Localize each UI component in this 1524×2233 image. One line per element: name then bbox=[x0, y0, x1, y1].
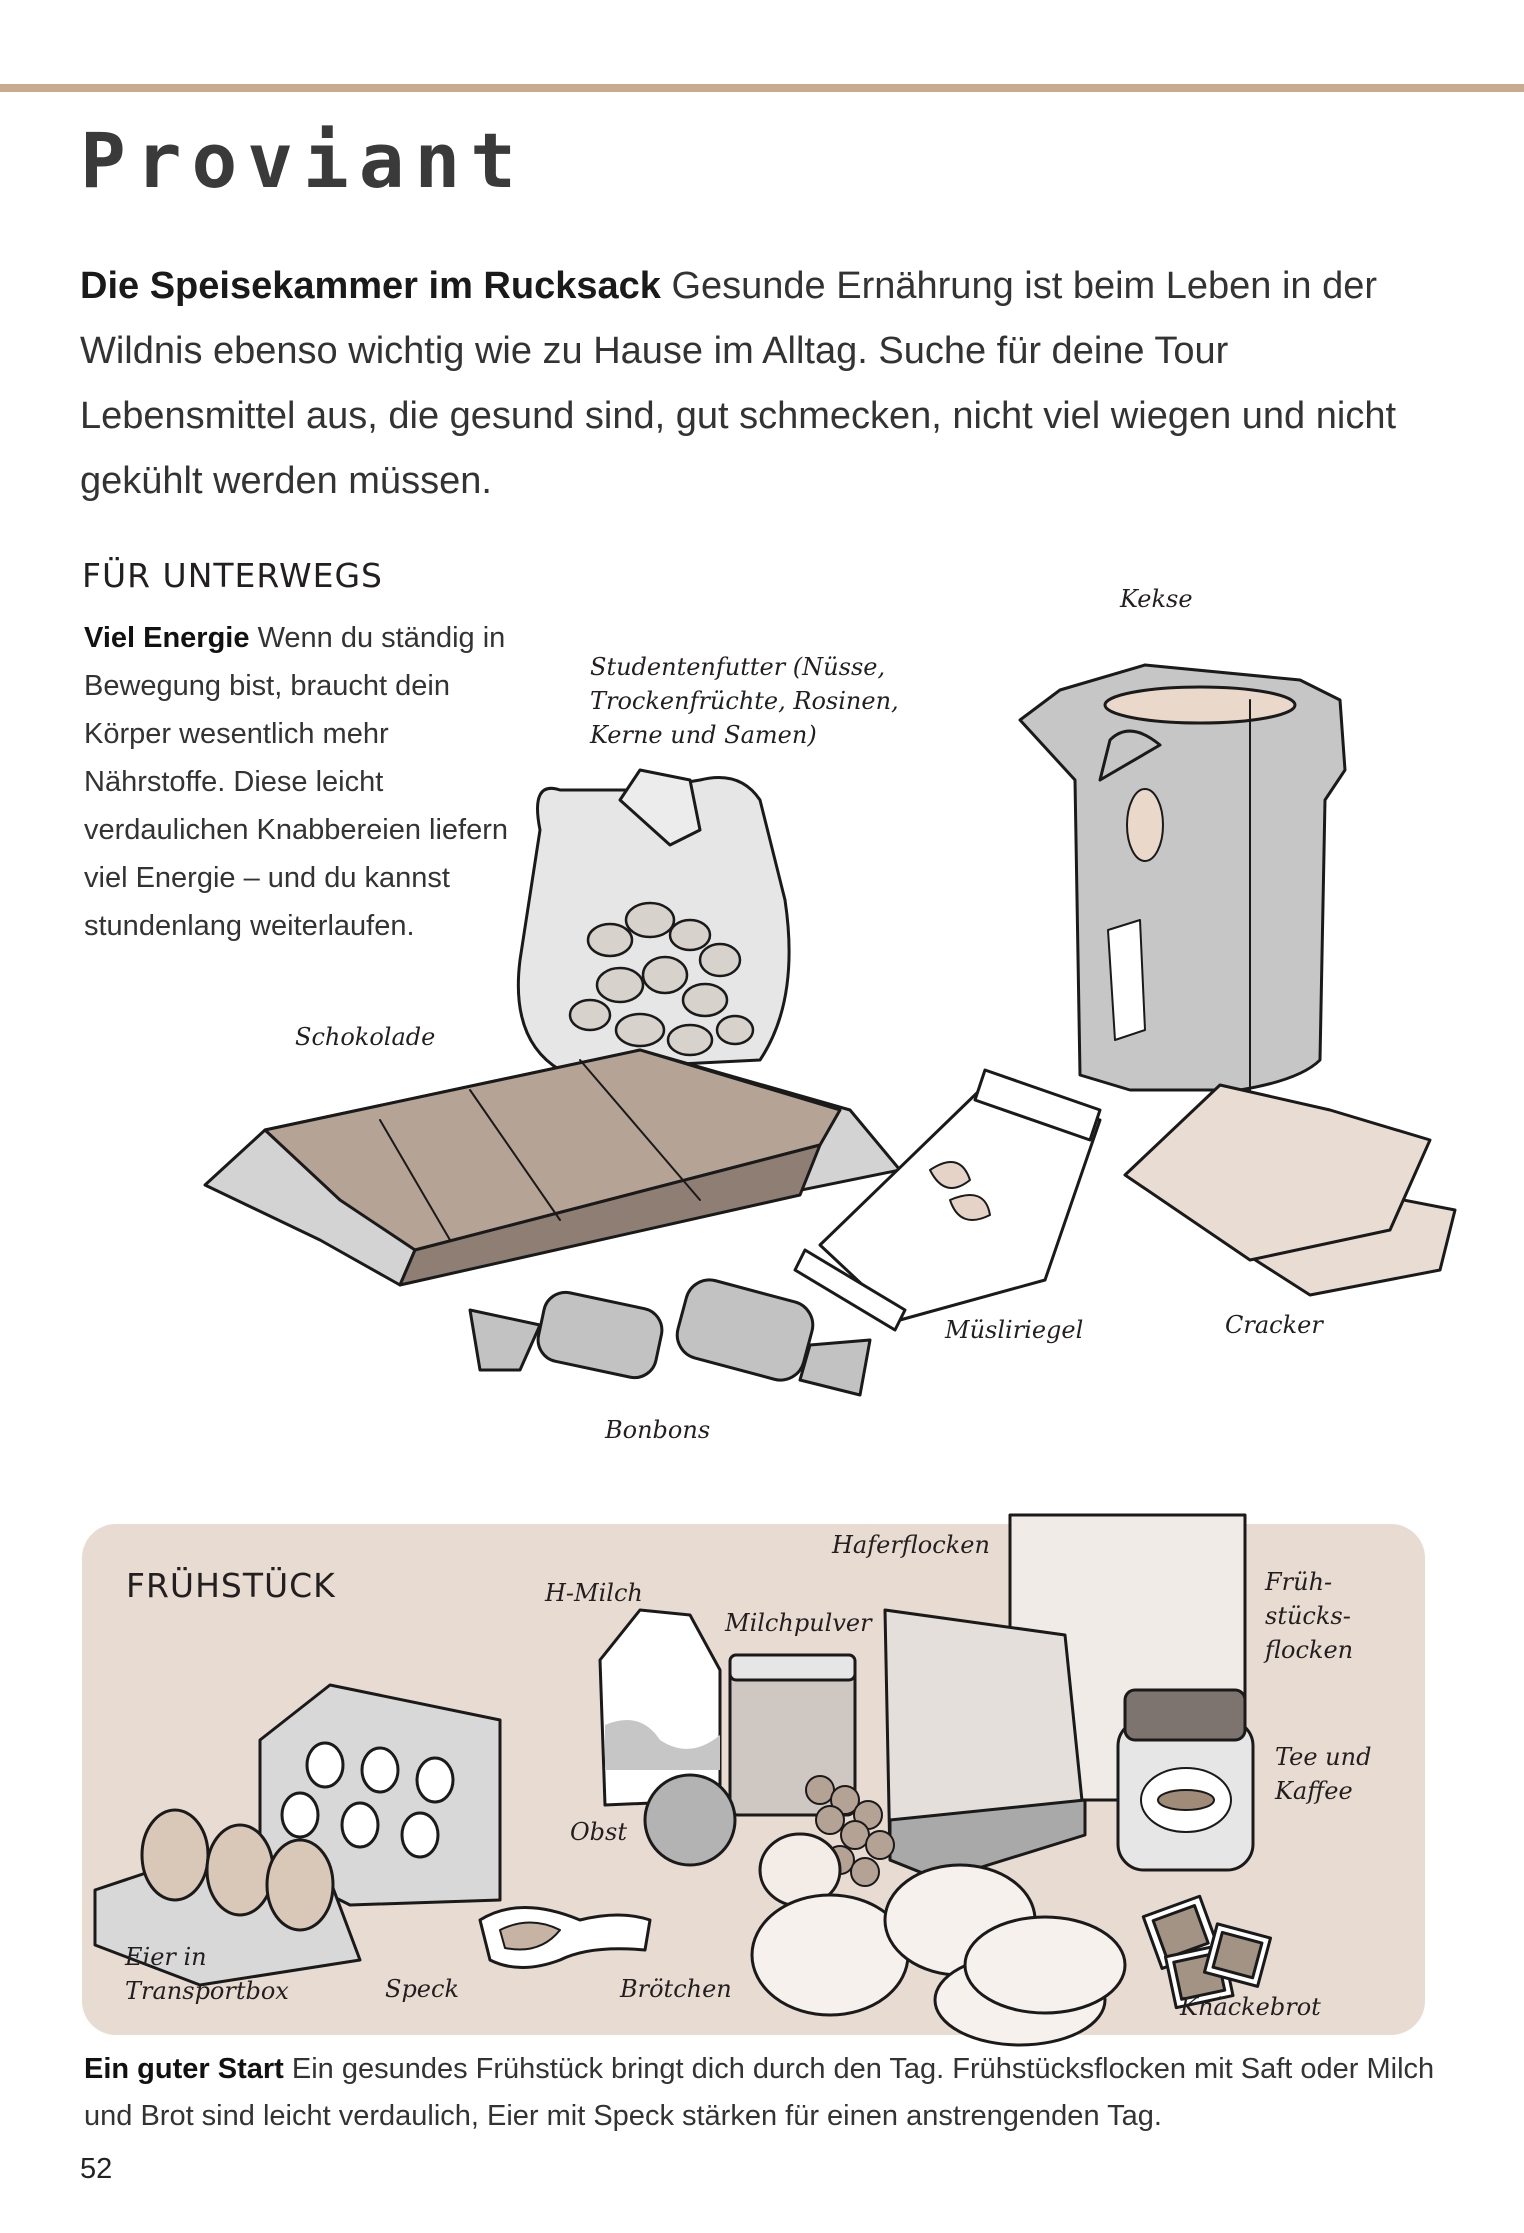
cookie-package-illustration bbox=[1018, 663, 1347, 1092]
intro-body: Gesunde Ernährung ist beim Leben in der … bbox=[80, 265, 1397, 502]
label-studentenfutter: Studentenfutter (Nüsse, Trockenfrüchte, … bbox=[590, 653, 899, 749]
label-kekse: Kekse bbox=[1120, 585, 1193, 613]
page-title-text: Proviant bbox=[80, 116, 527, 205]
label-speck: Speck bbox=[385, 1975, 459, 2003]
unterwegs-paragraph: Viel Energie Wenn du ständig in Bewegung… bbox=[84, 614, 524, 950]
section-heading-unterwegs: FÜR UNTERWEGS bbox=[82, 556, 383, 595]
unterwegs-body: Wenn du ständig in Bewegung bist, brauch… bbox=[84, 622, 509, 942]
label-cracker: Cracker bbox=[1225, 1311, 1323, 1339]
label-bonbons: Bonbons bbox=[605, 1416, 711, 1444]
trail-mix-bag-illustration bbox=[516, 768, 791, 1072]
label-eier: Eier in Transportbox bbox=[125, 1943, 289, 2005]
label-milchpulver: Milchpulver bbox=[725, 1609, 872, 1637]
label-fruehstuecksflocken: Früh- stücks- flocken bbox=[1265, 1568, 1354, 1664]
intro-paragraph: Die Speisekammer im Rucksack Gesunde Ern… bbox=[80, 254, 1420, 514]
top-rule bbox=[0, 84, 1524, 92]
page-number: 52 bbox=[80, 2153, 113, 2185]
page-title: Proviant bbox=[80, 116, 526, 205]
label-haferflocken: Haferflocken bbox=[832, 1531, 990, 1559]
chocolate-bar-illustration bbox=[203, 1048, 902, 1287]
crackers-illustration bbox=[1123, 1083, 1457, 1297]
caption-body: Ein gesundes Frühstück bringt dich durch… bbox=[84, 2053, 1435, 2132]
candy-illustration bbox=[468, 1278, 872, 1397]
label-tee-kaffee: Tee und Kaffee bbox=[1275, 1743, 1372, 1805]
label-h-milch: H-Milch bbox=[545, 1579, 643, 1607]
muesli-bar-illustration bbox=[793, 1068, 1102, 1332]
unterwegs-lead: Viel Energie bbox=[84, 622, 250, 654]
section-heading-fruehstueck: FRÜHSTÜCK bbox=[126, 1566, 336, 1605]
label-schokolade: Schokolade bbox=[295, 1023, 436, 1051]
intro-lead: Die Speisekammer im Rucksack bbox=[80, 265, 661, 307]
breakfast-caption: Ein guter Start Ein gesundes Frühstück b… bbox=[84, 2046, 1464, 2140]
caption-lead: Ein guter Start bbox=[84, 2053, 284, 2085]
label-knaeckebrot: Knäckebrot bbox=[1180, 1993, 1321, 2021]
label-broetchen: Brötchen bbox=[620, 1975, 732, 2003]
label-obst: Obst bbox=[570, 1818, 627, 1846]
label-muesliriegel: Müsliriegel bbox=[945, 1316, 1084, 1344]
